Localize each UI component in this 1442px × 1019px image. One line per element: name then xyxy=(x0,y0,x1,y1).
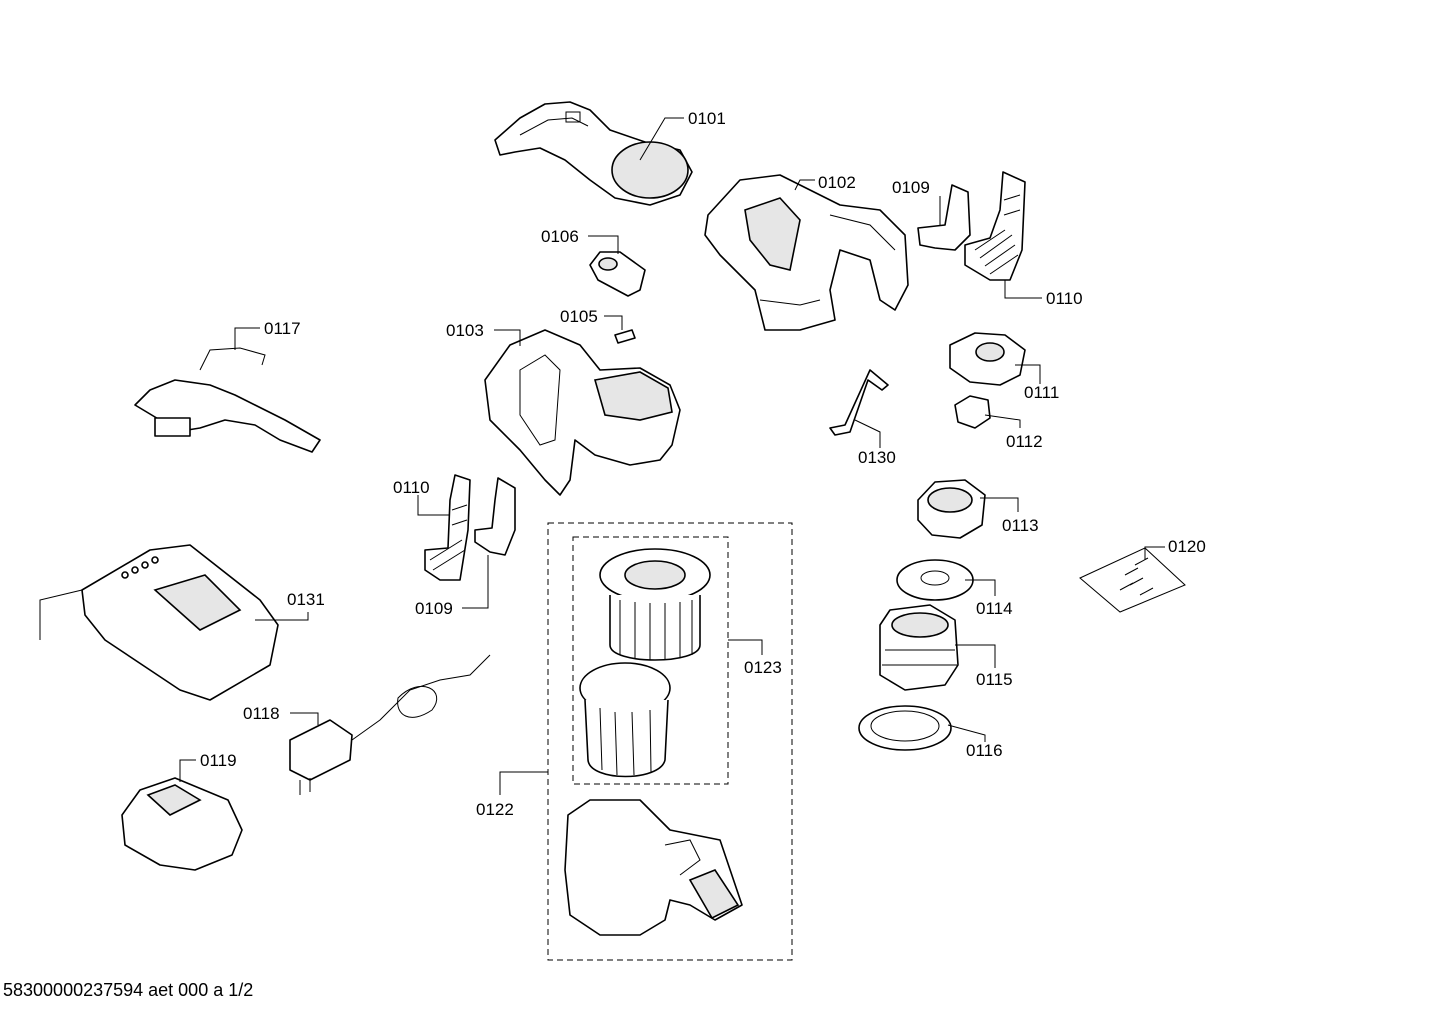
label-0118: 0118 xyxy=(243,704,280,723)
part-0109-side-panel-right[interactable] xyxy=(917,184,971,251)
part-0101-handle-cover[interactable] xyxy=(494,101,693,206)
label-0102: 0102 xyxy=(818,173,856,192)
leader-0119 xyxy=(179,759,196,782)
leader-0110-top xyxy=(1004,280,1042,299)
label-0111: 0111 xyxy=(1024,383,1059,402)
part-0118-power-adapter[interactable] xyxy=(289,654,491,795)
part-0112-small-cap[interactable] xyxy=(954,395,991,429)
label-0109-left: 0109 xyxy=(415,599,453,618)
label-0115: 0115 xyxy=(976,670,1013,689)
label-0110-left: 0110 xyxy=(393,478,430,497)
leader-0110-left xyxy=(417,495,450,516)
part-dust-bin[interactable] xyxy=(564,799,743,936)
part-0111-fan-cover[interactable] xyxy=(949,332,1026,386)
label-0117: 0117 xyxy=(264,319,301,338)
leader-0118 xyxy=(290,712,319,725)
part-0110-grille-right[interactable] xyxy=(964,171,1026,281)
label-0112: 0112 xyxy=(1006,432,1043,451)
part-0105-tab[interactable] xyxy=(614,329,636,344)
label-0130: 0130 xyxy=(858,448,896,467)
part-0131-charger[interactable] xyxy=(39,544,279,701)
leader-0123 xyxy=(728,639,763,655)
label-0131: 0131 xyxy=(287,590,325,609)
leader-0130 xyxy=(854,419,881,448)
label-0110-top: 0110 xyxy=(1046,289,1083,308)
label-0101: 0101 xyxy=(688,109,726,128)
leader-0102 xyxy=(794,179,815,191)
leader-0111 xyxy=(1015,364,1041,384)
label-0120: 0120 xyxy=(1168,537,1206,556)
label-0103: 0103 xyxy=(446,321,484,340)
group-0122-outline xyxy=(547,522,793,961)
label-0122: 0122 xyxy=(476,800,514,819)
part-0119-battery[interactable] xyxy=(121,777,243,871)
leader-0131 xyxy=(255,612,309,621)
leader-0112 xyxy=(984,414,1021,428)
part-0130-wire-hook[interactable] xyxy=(829,369,889,436)
label-0116: 0116 xyxy=(966,741,1003,760)
part-0113-motor[interactable] xyxy=(917,479,986,539)
part-0106-switch[interactable] xyxy=(589,251,646,297)
part-0102-main-housing[interactable] xyxy=(704,174,909,331)
part-0103-chassis[interactable] xyxy=(484,329,681,496)
part-0114-gear-ring[interactable] xyxy=(896,559,974,601)
leader-0103 xyxy=(494,329,521,346)
part-0110-grille-left[interactable] xyxy=(424,474,471,581)
leader-0122 xyxy=(499,771,548,795)
leader-0117 xyxy=(234,327,260,350)
leader-0113 xyxy=(980,497,1019,512)
leader-0109-left xyxy=(462,555,489,609)
group-0123-outline xyxy=(572,536,729,785)
part-0109-side-panel-left[interactable] xyxy=(474,477,516,556)
leader-0116 xyxy=(947,724,986,742)
part-0115-filter-basket[interactable] xyxy=(879,604,959,691)
label-0106: 0106 xyxy=(541,227,579,246)
document-footer: 58300000237594 aet 000 a 1/2 xyxy=(3,980,254,1000)
leader-0105 xyxy=(604,315,623,330)
part-0116-seal-ring[interactable] xyxy=(858,705,952,751)
part-0120-screw-set[interactable] xyxy=(1079,547,1186,613)
part-filter-cylinder[interactable] xyxy=(599,548,711,661)
label-0119: 0119 xyxy=(200,751,237,770)
leader-0101 xyxy=(639,117,684,161)
leader-0120 xyxy=(1144,546,1165,560)
label-0123: 0123 xyxy=(744,658,782,677)
part-mesh-filter[interactable] xyxy=(579,662,671,778)
label-0114: 0114 xyxy=(976,599,1013,618)
leader-0115 xyxy=(955,644,996,668)
leader-0114 xyxy=(965,579,996,596)
part-0117-wiring-harness[interactable] xyxy=(134,347,321,453)
leader-0106 xyxy=(588,235,619,254)
label-0105: 0105 xyxy=(560,307,598,326)
label-0109-top: 0109 xyxy=(892,178,930,197)
label-0113: 0113 xyxy=(1002,516,1039,535)
